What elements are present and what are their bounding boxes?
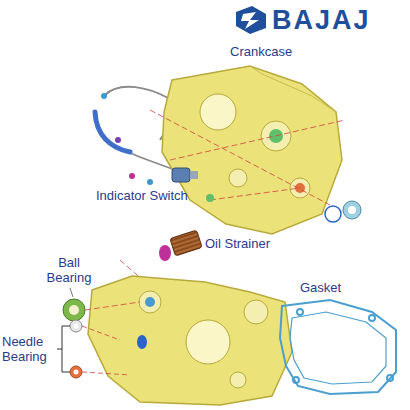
- brand-logo-mark: [236, 6, 266, 34]
- part-label: Needle Bearing: [2, 334, 56, 364]
- upper-crankcase: [162, 66, 342, 234]
- part-label: Oil Strainer: [205, 236, 270, 251]
- ball-bearing: [63, 288, 140, 321]
- brand-logo-text: BAJAJ: [272, 6, 371, 35]
- oil-seal: [343, 201, 361, 219]
- part-label: Ball Bearing: [40, 255, 98, 285]
- lower-crankcase: [88, 276, 292, 405]
- needle-bearing: [57, 320, 130, 378]
- part-label: Gasket: [300, 280, 341, 295]
- gasket: [280, 300, 396, 394]
- o-ring: [325, 206, 341, 222]
- part-label: Indicator Switch: [96, 188, 188, 203]
- part-label: Crankcase: [230, 44, 292, 59]
- oil-strainer: [159, 230, 202, 261]
